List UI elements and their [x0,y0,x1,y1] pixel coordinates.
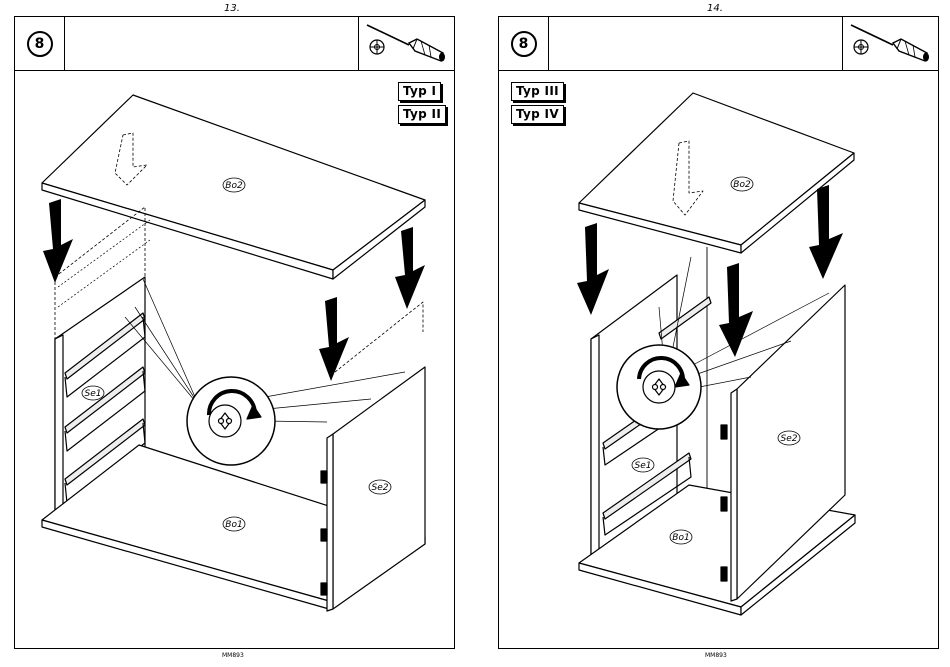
page-number: 13. [224,3,240,14]
part-label-side-left: Se1 [85,389,102,399]
page-number: 14. [707,3,723,14]
footer-code: MM893 [705,652,727,659]
footer-code: MM893 [222,652,244,659]
part-label-top: Bo2 [733,180,751,190]
instruction-panel-right: 8 Typ III Typ IV [498,16,939,649]
part-label-side-right: Se2 [372,483,389,493]
part-label-bottom: Bo1 [225,520,242,530]
rotation-detail-icon [617,345,701,429]
part-label-top: Bo2 [225,181,243,191]
part-label-side-right: Se2 [781,434,798,444]
part-label-side-left: Se1 [635,461,652,471]
instruction-panel-left: 8 Typ I Typ II [14,16,455,649]
rotation-detail-icon [187,377,275,465]
part-label-bottom: Bo1 [672,533,689,543]
top-board [579,93,854,253]
assembly-drawing: Bo2 Se1 Se2 Bo1 [499,17,940,650]
assembly-drawing: Bo2 Se1 Se2 Bo1 [15,17,456,650]
